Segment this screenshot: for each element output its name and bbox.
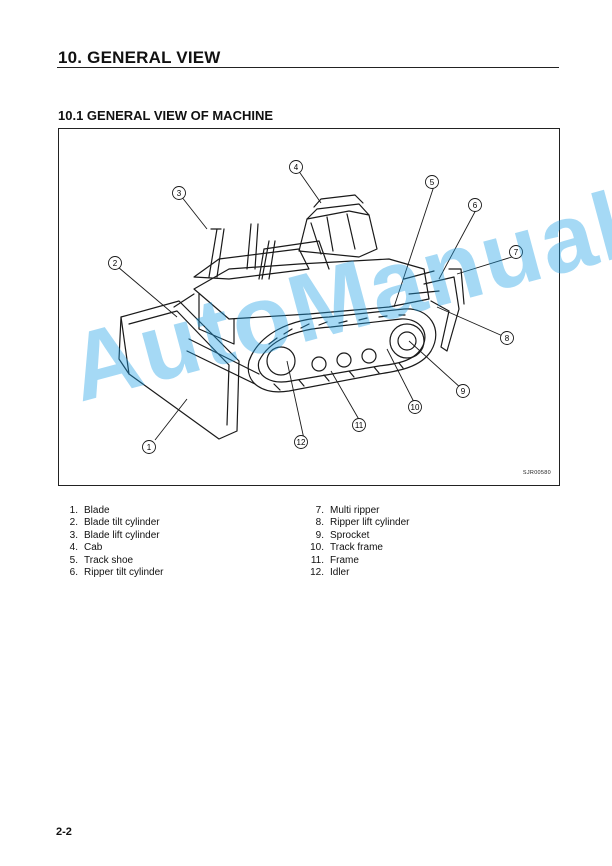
legend-label: Track frame (330, 542, 383, 554)
legend-label: Sprocket (330, 529, 370, 541)
callout-label: 3 (177, 189, 182, 198)
callout-label: 1 (147, 443, 152, 452)
legend-label: Frame (330, 554, 359, 566)
legend-item: 7. Multi ripper (304, 505, 409, 517)
subsection-title: 10.1 GENERAL VIEW OF MACHINE (58, 108, 274, 123)
legend-number: 9. (315, 529, 324, 541)
legend-number: 11. (310, 554, 324, 566)
legend-number: 2. (69, 517, 78, 529)
callout-circle (408, 400, 422, 414)
legend-number: 5. (69, 554, 78, 566)
legend-label: Multi ripper (330, 505, 380, 516)
legend-label: Ripper tilt cylinder (84, 567, 164, 579)
callout-label: 6 (473, 201, 478, 210)
legend-item: 8. Ripper lift cylinder (304, 517, 410, 529)
legend-item: 10. Track frame (304, 542, 409, 554)
callout-label: 9 (461, 387, 466, 396)
legend-number: 8. (315, 517, 324, 529)
multi-ripper-drawing (423, 276, 460, 352)
cab-drawing (298, 210, 378, 258)
parts-legend-right: 7. Multi ripper 8. Ripper lift cylinder 9. Sp… (304, 505, 409, 579)
callout-label: 8 (505, 334, 510, 343)
blade-lift-cylinder-drawing (208, 228, 225, 278)
legend-number: 1. (69, 505, 78, 516)
legend-number: 4. (69, 542, 78, 554)
figure-code: SJR00580 (522, 470, 551, 476)
sprocket-drawing (389, 323, 425, 359)
legend-label: Idler (330, 567, 350, 579)
legend-label: Ripper lift cylinder (330, 517, 410, 529)
idler-drawing (266, 346, 296, 376)
section-title: 10. GENERAL VIEW (58, 48, 221, 67)
ripper-lift-cylinder-drawing (408, 290, 440, 295)
callout-circle (509, 245, 523, 259)
legend-item: 5. Track shoe (58, 555, 163, 567)
legend-item: 6. Ripper tilt cylinder (58, 567, 164, 579)
callout-circle (108, 256, 122, 270)
legend-item: 9. Sprocket (304, 530, 409, 542)
callout-label: 12 (297, 438, 306, 447)
callout-circle (352, 418, 366, 432)
callout-label: 2 (113, 259, 118, 268)
callout-circle (294, 435, 308, 449)
legend-label: Cab (84, 542, 103, 554)
legend-item: 12. Idler (304, 567, 409, 579)
page-number: 2-2 (56, 826, 72, 838)
callout-label: 10 (411, 403, 420, 412)
legend-number: 12. (310, 567, 324, 579)
legend-label: Blade (84, 505, 110, 516)
legend-number: 6. (69, 567, 78, 579)
legend-number: 10. (310, 542, 324, 554)
legend-label: Blade lift cylinder (84, 529, 160, 541)
legend-label: Blade tilt cylinder (84, 517, 160, 529)
legend-item: 3. Blade lift cylinder (58, 530, 163, 542)
callout-circle (142, 440, 156, 454)
legend-item: 11. Frame (304, 555, 409, 567)
section-divider (57, 67, 559, 68)
legend-item: 2. Blade tilt cylinder (58, 517, 163, 529)
callout-circle (500, 331, 514, 345)
callout-circle (425, 175, 439, 189)
callout-label: 11 (355, 421, 364, 430)
legend-item: 1. Blade (58, 505, 163, 517)
legend-item: 4. Cab (58, 542, 163, 554)
parts-legend-left: 1. Blade 2. Blade tilt cylinder 3. Blade lift… (58, 505, 164, 579)
legend-label: Track shoe (84, 554, 134, 566)
callout-label: 7 (514, 248, 519, 257)
callout-circle (289, 160, 303, 174)
callout-label: 4 (294, 163, 299, 172)
legend-number: 7. (315, 505, 324, 516)
blade-tilt-cylinder-drawing (173, 293, 195, 308)
track-shoe-drawing (247, 308, 437, 393)
callout-circle (172, 186, 186, 200)
callout-circle (468, 198, 482, 212)
callout-circle (456, 384, 470, 398)
ripper-tilt-cylinder-drawing (403, 270, 435, 280)
legend-number: 3. (69, 529, 78, 541)
callout-label: 5 (430, 178, 435, 187)
